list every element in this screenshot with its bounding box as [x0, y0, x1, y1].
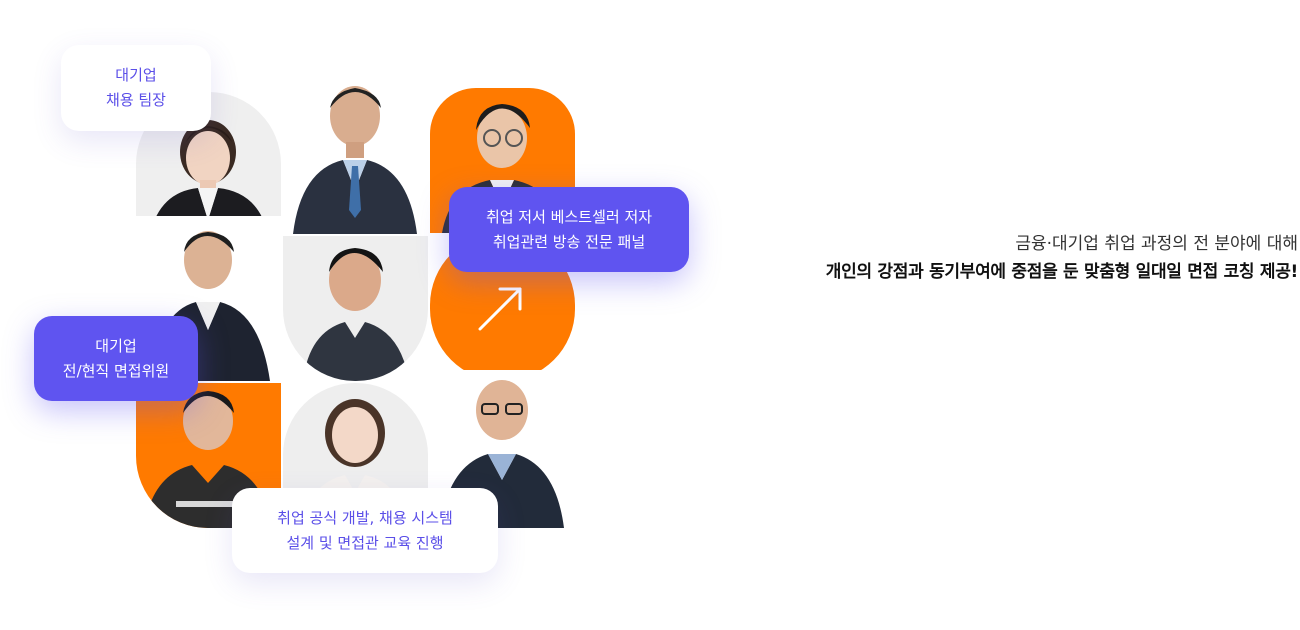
badge-bottom-line2: 설계 및 면접관 교육 진행: [286, 533, 444, 552]
arrow-up-right-icon: [478, 287, 522, 331]
badge-top-left-line1: 대기업: [115, 66, 157, 84]
badge-top-right: 취업 저서 베스트셀러 저자 취업관련 방송 전문 패널: [449, 187, 689, 272]
coach-photo-2: [283, 70, 428, 234]
coach-photo-5: [283, 236, 428, 381]
badge-middle-left: 대기업 전/현직 면접위원: [34, 316, 198, 401]
badge-top-right-line2: 취업관련 방송 전문 패널: [492, 232, 646, 251]
badge-top-left: 대기업 채용 팀장: [61, 45, 211, 131]
badge-bottom: 취업 공식 개발, 채용 시스템 설계 및 면접관 교육 진행: [232, 488, 498, 573]
intro-line1: 금융·대기업 취업 과정의 전 분야에 대해: [1015, 234, 1298, 254]
badge-middle-left-line2: 전/현직 면접위원: [62, 361, 170, 380]
intro-copy: 금융·대기업 취업 과정의 전 분야에 대해 개인의 강점과 동기부여에 중점을…: [825, 230, 1299, 286]
badge-middle-left-line1: 대기업: [95, 336, 137, 355]
intro-line2: 개인의 강점과 동기부여에 중점을 둔 맞춤형 일대일 면접 코칭 제공!: [825, 262, 1299, 282]
badge-top-right-line1: 취업 저서 베스트셀러 저자: [485, 207, 653, 226]
badge-bottom-line1: 취업 공식 개발, 채용 시스템: [277, 508, 453, 527]
badge-top-left-line2: 채용 팀장: [106, 91, 166, 109]
